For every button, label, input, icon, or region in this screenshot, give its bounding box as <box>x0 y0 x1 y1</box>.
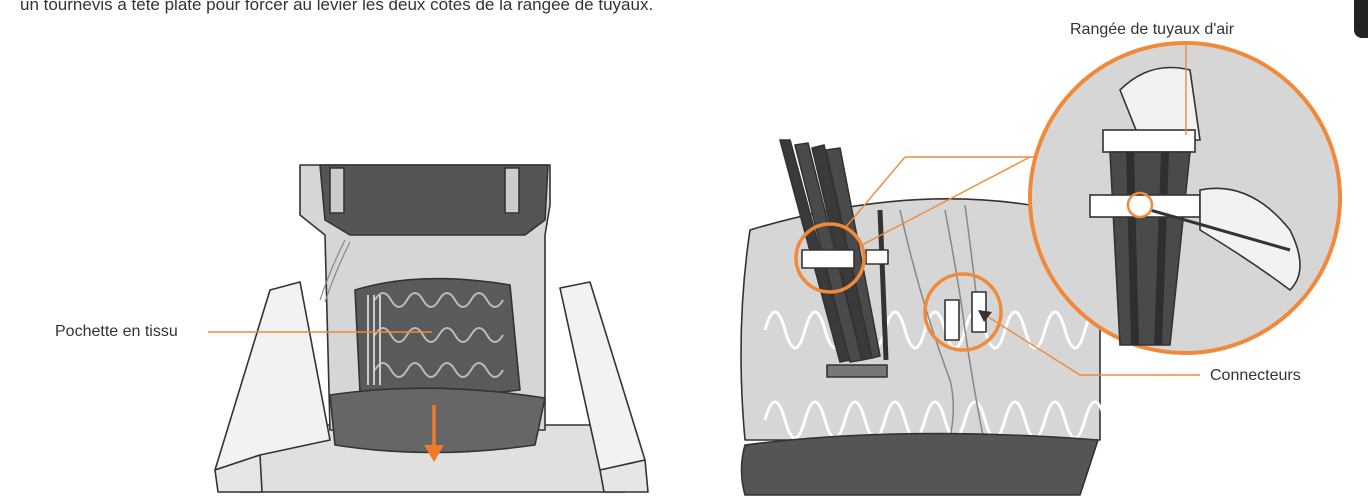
page-edge-tab <box>1354 0 1368 38</box>
clip-callout-circle <box>794 222 866 294</box>
connector-callout-circle <box>923 272 1003 352</box>
pull-down-arrow <box>424 405 444 462</box>
chair-illustration <box>214 164 649 493</box>
instruction-text: un tournevis à tête plate pour forcer au… <box>20 0 654 14</box>
hose-detail-illustration <box>740 139 1107 496</box>
magnified-hose-detail <box>1028 41 1342 355</box>
connectors-leader <box>984 314 1200 376</box>
fabric-pouch-label: Pochette en tissu <box>55 323 178 340</box>
connectors-label: Connecteurs <box>1210 367 1301 384</box>
air-hose-row-label: Rangée de tuyaux d'air <box>1070 21 1235 38</box>
